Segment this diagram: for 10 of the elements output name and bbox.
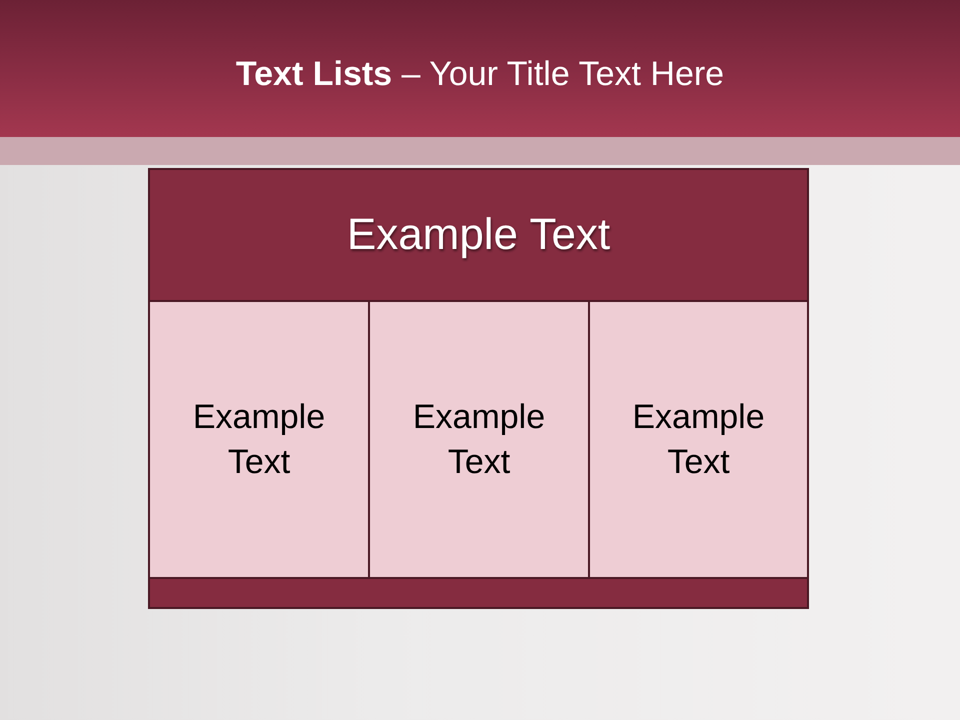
cell-text: Example Text xyxy=(632,396,765,482)
slide-title: Text Lists – Your Title Text Here xyxy=(236,54,724,95)
text-cell xyxy=(588,300,809,579)
cell-text: Example Text xyxy=(192,396,326,482)
text-cell xyxy=(368,300,590,579)
header-band xyxy=(148,168,809,302)
footer-bar xyxy=(148,577,809,609)
band-heading: Example Text xyxy=(346,209,610,261)
cell-text: Example Text xyxy=(412,396,546,482)
text-cell xyxy=(148,300,370,579)
